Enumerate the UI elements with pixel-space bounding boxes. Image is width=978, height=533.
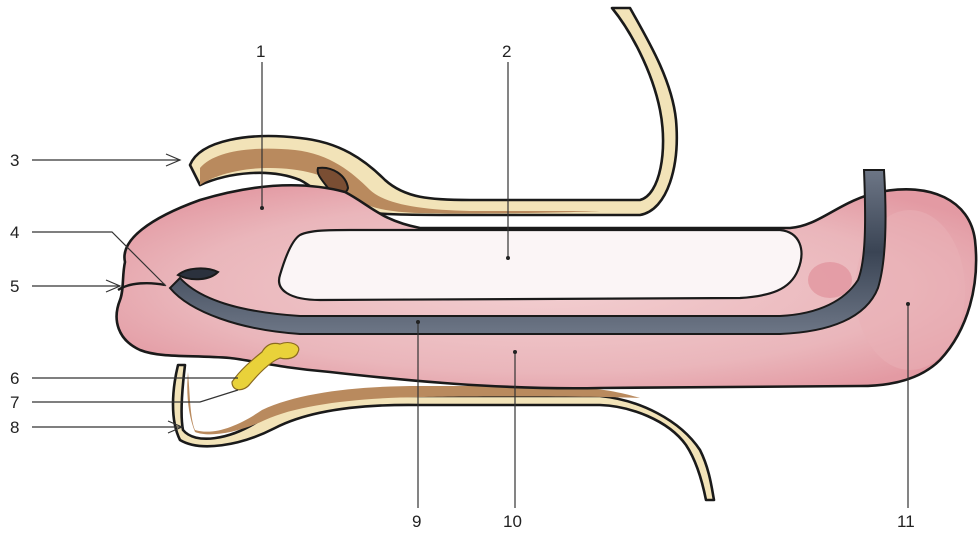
label-7: 7 bbox=[10, 393, 19, 412]
upper-skin-fold bbox=[190, 8, 677, 215]
cavity bbox=[279, 230, 801, 300]
label-9: 9 bbox=[412, 512, 421, 531]
label-11: 11 bbox=[897, 512, 915, 531]
label-2: 2 bbox=[502, 42, 511, 61]
label-4: 4 bbox=[10, 223, 19, 242]
label-5: 5 bbox=[10, 277, 19, 296]
label-6: 6 bbox=[10, 369, 19, 388]
label-3: 3 bbox=[10, 151, 19, 170]
label-10: 10 bbox=[503, 512, 522, 531]
label-1: 1 bbox=[256, 42, 265, 61]
label-8: 8 bbox=[10, 418, 19, 437]
